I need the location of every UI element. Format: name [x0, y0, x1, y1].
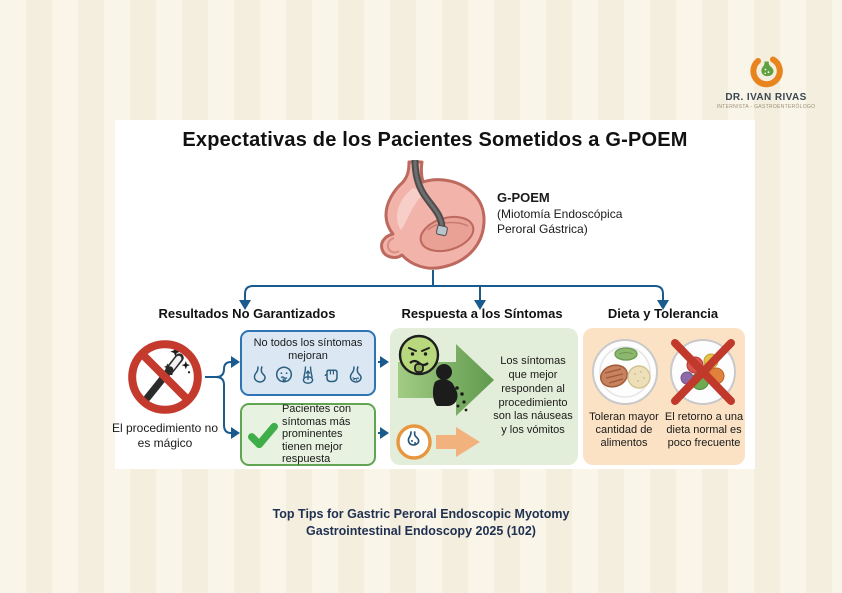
- column-header-diet: Dieta y Tolerancia: [607, 306, 719, 321]
- infographic-panel: Expectativas de los Pacientes Sometidos …: [112, 120, 755, 469]
- citation: Top Tips for Gastric Peroral Endoscopic …: [0, 506, 842, 540]
- symptom-fist-icon: [324, 369, 338, 383]
- tolerate-caption: Toleran mayor cantidad de alimentos: [589, 411, 659, 450]
- procedure-name: G-POEM: [497, 190, 550, 205]
- clinic-logo: DR. IVAN RIVAS INTERNISTA - GASTROENTERÓ…: [714, 54, 818, 110]
- no-magic-caption: El procedimiento no es mágico: [111, 421, 219, 450]
- symptom-response-panel: Los síntomas que mejor responden al proc…: [390, 328, 578, 465]
- stomach-endoscope-illustration: [380, 160, 486, 270]
- citation-line-2: Gastrointestinal Endoscopy 2025 (102): [306, 523, 536, 538]
- stomach-circle-arrow-icon: [396, 424, 480, 460]
- not-all-symptoms-box: No todos los síntomas mejoran: [240, 330, 376, 396]
- citation-line-1: Top Tips for Gastric Peroral Endoscopic …: [272, 507, 570, 521]
- check-icon: [248, 422, 278, 448]
- clinic-specialty: INTERNISTA - GASTROENTERÓLOGO: [716, 104, 816, 110]
- procedure-description: (Miotomía Endoscópica Peroral Gástrica): [497, 207, 623, 236]
- prominent-symptoms-text: Pacientes con síntomas más prominentes t…: [281, 402, 352, 466]
- meal-plate-icon: [592, 339, 658, 405]
- nausea-vomit-arrow-icon: [398, 334, 494, 416]
- diet-tolerance-panel: Toleran mayor cantidad de alimentos El r…: [583, 328, 745, 465]
- clinic-name: DR. IVAN RIVAS: [725, 92, 807, 103]
- procedure-label-block: G-POEM (Miotomía Endoscópica Peroral Gás…: [497, 190, 655, 237]
- symptom-full-stomach-icon: [349, 366, 362, 383]
- column-header-symptoms: Respuesta a los Síntomas: [401, 306, 563, 321]
- normal-diet-caption: El retorno a una dieta normal es poco fr…: [664, 411, 744, 450]
- prominent-symptoms-box: Pacientes con síntomas más prominentes t…: [240, 403, 376, 466]
- symptom-response-text: Los síntomas que mejor responden al proc…: [493, 355, 573, 436]
- symptom-icon-row: [250, 365, 366, 385]
- no-normal-diet-icon: [670, 339, 736, 405]
- clinic-stomach-logo-icon: [750, 56, 783, 88]
- column-header-results: Resultados No Garantizados: [158, 306, 336, 321]
- not-all-symptoms-text: No todos los síntomas mejoran: [253, 337, 363, 362]
- page-title: Expectativas de los Pacientes Sometidos …: [182, 129, 688, 151]
- symptom-reflux-icon: [302, 366, 314, 385]
- symptom-stomach-icon: [253, 366, 266, 383]
- symptom-nausea-face-icon: [275, 366, 293, 383]
- no-magic-icon: [128, 340, 202, 414]
